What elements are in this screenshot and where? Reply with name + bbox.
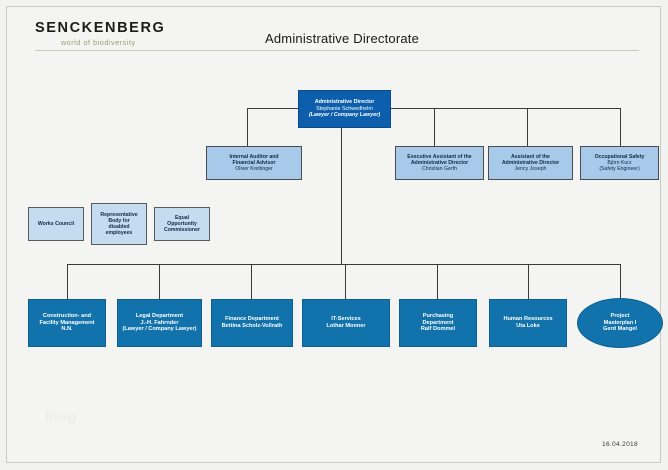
node-title: Legal Department <box>135 313 184 320</box>
node-qualifier: (Lawyer / Company Lawyer) <box>308 112 381 119</box>
connector-drop-assistant <box>527 108 528 146</box>
node-title: IT-Services <box>331 316 361 323</box>
node-title-line2: Body for <box>108 217 130 224</box>
node-person: Stephanie Schwedhelm <box>316 105 373 112</box>
node-construction-facility-management[interactable]: Construction- and Facility Management N.… <box>28 299 106 347</box>
node-title-line1: Occupational Safety <box>594 153 645 160</box>
node-title-line2: Department <box>422 319 454 326</box>
chart-sheet: SENCKENBERG world of biodiversity Admini… <box>6 6 663 463</box>
connector-drop-finance <box>251 264 252 299</box>
node-equal-opportunity[interactable]: Equal Opportunity Commissioner <box>154 207 210 241</box>
connector-drop-purchasing <box>437 264 438 299</box>
connector-drop-human-resources <box>528 264 529 299</box>
connector-bus-right <box>389 108 621 109</box>
node-person: Christian Gerth <box>422 166 457 173</box>
node-assistant[interactable]: Assistant of the Administrative Director… <box>488 146 573 180</box>
page-watermark: blog <box>45 408 77 424</box>
node-title-line1: Assistant of the <box>511 153 550 160</box>
node-internal-auditor[interactable]: Internal Auditor and Financial Advisor O… <box>206 146 302 180</box>
node-title-line3: disabled <box>108 224 130 230</box>
node-title-line4: employees <box>105 230 133 237</box>
connector-bus-bottom <box>67 264 621 265</box>
node-legal-department[interactable]: Legal Department J.-H. Fahrnder (Lawyer … <box>117 299 202 347</box>
node-person: Uta Loke <box>516 323 540 329</box>
node-qualifier: (Safety Engineer) <box>599 166 640 173</box>
node-title-line2: Masterplan I <box>603 319 637 326</box>
connector-drop-occupational-safety <box>620 108 621 146</box>
node-title-line1: Equal <box>174 214 190 221</box>
node-finance-department[interactable]: Finance Department Bettina Scholz-Vollra… <box>211 299 293 347</box>
node-works-council[interactable]: Works Council <box>28 207 84 241</box>
node-title-line2: Financial Advisor <box>232 159 276 166</box>
node-title-line1: Internal Auditor and <box>229 153 279 160</box>
node-person: Jency Joseph <box>514 166 547 173</box>
node-title-line2: Administrative Director <box>410 159 469 166</box>
node-project-masterplan[interactable]: Project Masterplan I Gerd Mangel <box>577 298 663 348</box>
node-title-line1: Executive Assistant of the <box>407 153 472 160</box>
node-administrative-director[interactable]: Administrative Director Stephanie Schwed… <box>298 90 391 128</box>
connector-drop-internal-auditor <box>247 108 248 146</box>
connector-drop-executive-assistant <box>434 108 435 146</box>
node-title: Administrative Director <box>314 99 375 106</box>
node-it-services[interactable]: IT-Services Lothar Monner <box>302 299 390 347</box>
node-title-line1: Project <box>610 313 630 320</box>
node-person: N.N. <box>61 326 73 333</box>
node-person: Gerd Mangel <box>603 326 637 333</box>
logo-tagline: world of biodiversity <box>61 37 136 47</box>
node-title: Human Resources <box>503 316 553 323</box>
node-person: Ralf Dommel <box>420 326 456 333</box>
node-title-line2: Opportunity <box>167 220 197 227</box>
node-person: J.-H. Fahrnder <box>140 319 179 326</box>
connector-spine <box>341 128 342 264</box>
node-title-line2: Administrative Director <box>501 159 560 166</box>
logo-wordmark: SENCKENBERG <box>35 20 166 36</box>
connector-drop-legal <box>159 264 160 299</box>
page-header: SENCKENBERG world of biodiversity Admini… <box>7 7 660 53</box>
header-divider <box>35 50 639 51</box>
node-title-line1: Purchasing <box>422 313 454 320</box>
connector-drop-construction <box>67 264 68 299</box>
node-title-line1: Representative <box>100 211 138 218</box>
node-title-line2: Facility Management <box>39 319 95 326</box>
senckenberg-logo: SENCKENBERG world of biodiversity <box>35 21 225 46</box>
document-date: 16.04.2018 <box>601 441 638 448</box>
node-person: Lothar Monner <box>326 323 366 329</box>
node-title-line3: Commissioner <box>163 227 201 234</box>
node-occupational-safety[interactable]: Occupational Safety Björn Kurz (Safety E… <box>580 146 659 180</box>
connector-drop-it-services <box>345 264 346 299</box>
node-person: Oliver Krettinger <box>235 166 273 173</box>
node-human-resources[interactable]: Human Resources Uta Loke <box>489 299 567 347</box>
node-executive-assistant[interactable]: Executive Assistant of the Administrativ… <box>395 146 484 180</box>
node-title: Works Council <box>37 220 75 227</box>
node-person: Bettina Scholz-Vollrath <box>221 323 283 329</box>
connector-drop-project-masterplan <box>620 264 621 299</box>
node-purchasing-department[interactable]: Purchasing Department Ralf Dommel <box>399 299 477 347</box>
node-representative-body[interactable]: Representative Body for disabled employe… <box>91 203 147 245</box>
node-person: Björn Kurz <box>607 159 632 166</box>
node-title-line1: Construction- and <box>42 313 92 320</box>
node-qualifier: (Lawyer / Company Lawyer) <box>122 326 197 333</box>
node-title: Finance Department <box>225 316 279 323</box>
page-title: Administrative Directorate <box>265 31 420 46</box>
